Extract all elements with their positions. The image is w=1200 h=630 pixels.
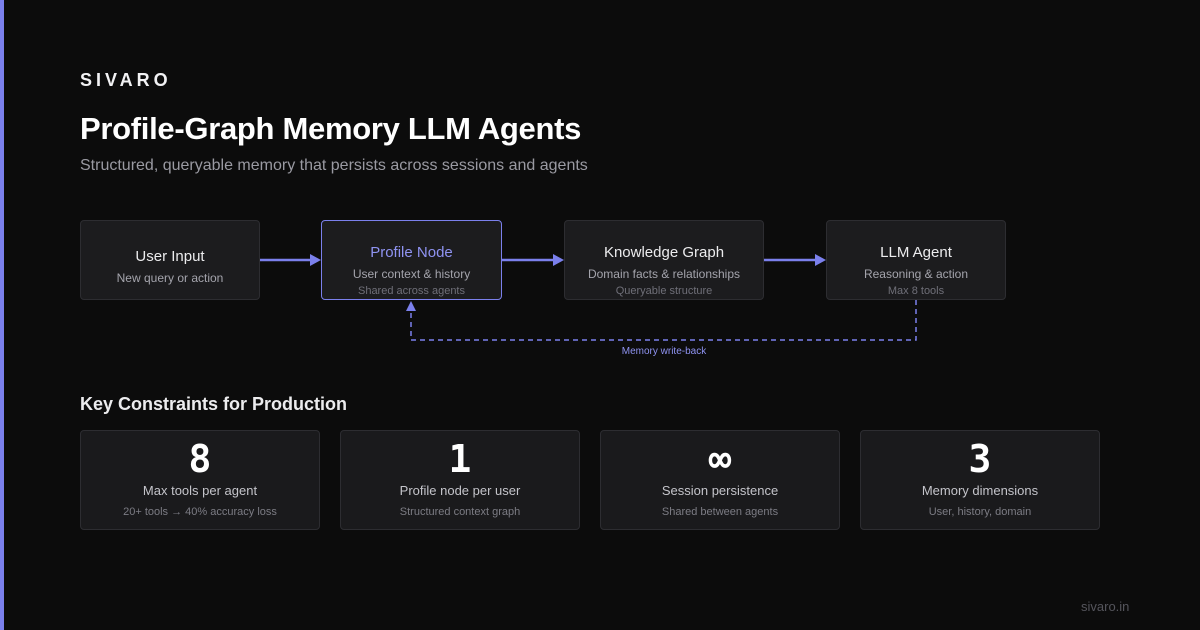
- page-title: Profile-Graph Memory LLM Agents: [80, 111, 582, 146]
- stat-value: 1: [448, 437, 472, 481]
- constraints-title: Key Constraints for Production: [80, 394, 348, 414]
- stat-note: Shared between agents: [661, 506, 779, 518]
- footer-url: sivaro.in: [1081, 599, 1130, 614]
- stat-label: Max tools per agent: [142, 483, 258, 498]
- stat-label: Session persistence: [661, 483, 779, 498]
- flow-box-desc: Reasoning & action: [863, 267, 969, 281]
- stat-note: User, history, domain: [928, 506, 1032, 518]
- flow-box-sub: Shared across agents: [357, 285, 465, 297]
- stat-note: Structured context graph: [399, 506, 521, 518]
- flow-box-desc: User context & history: [352, 267, 471, 281]
- writeback-label: Memory write-back: [621, 346, 707, 357]
- arrow-profile-to-graph: [502, 254, 564, 266]
- flow-box-title: LLM Agent: [880, 244, 952, 261]
- accent-bar: [0, 0, 4, 630]
- arrow-input-to-profile: [260, 254, 321, 266]
- flow-box-desc: New query or action: [116, 271, 224, 285]
- stat-value: ∞: [708, 437, 732, 481]
- stat-card-memory-dimensions: 3 Memory dimensions User, history, domai…: [860, 430, 1100, 530]
- stat-card-profile-node: 1 Profile node per user Structured conte…: [340, 430, 580, 530]
- arrow-memory-writeback: [406, 300, 917, 341]
- stat-label: Profile node per user: [399, 483, 521, 498]
- stat-card-session-persistence: ∞ Session persistence Shared between age…: [600, 430, 840, 530]
- brand-logo: SIVARO: [80, 70, 172, 90]
- flow-box-sub: Queryable structure: [615, 285, 713, 297]
- flow-box-title: User Input: [135, 248, 205, 265]
- stat-card-max-tools: 8 Max tools per agent 20+ tools → 40% ac…: [80, 430, 320, 530]
- stat-value: 8: [188, 437, 212, 481]
- flow-box-title: Profile Node: [370, 244, 453, 261]
- flow-box-title: Knowledge Graph: [603, 244, 725, 261]
- flow-box-user-input: User Input New query or action: [80, 220, 260, 300]
- flow-box-llm-agent: LLM Agent Reasoning & action Max 8 tools: [826, 220, 1006, 300]
- flow-box-knowledge-graph: Knowledge Graph Domain facts & relations…: [564, 220, 764, 300]
- page-subtitle: Structured, queryable memory that persis…: [80, 157, 588, 174]
- flow-box-profile-node: Profile Node User context & history Shar…: [321, 220, 502, 300]
- stat-note: 20+ tools → 40% accuracy loss: [123, 506, 277, 518]
- stat-label: Memory dimensions: [921, 483, 1039, 498]
- arrow-graph-to-agent: [764, 254, 826, 266]
- flow-box-desc: Domain facts & relationships: [587, 267, 741, 281]
- stat-value: 3: [968, 437, 992, 481]
- flow-box-sub: Max 8 tools: [887, 285, 945, 297]
